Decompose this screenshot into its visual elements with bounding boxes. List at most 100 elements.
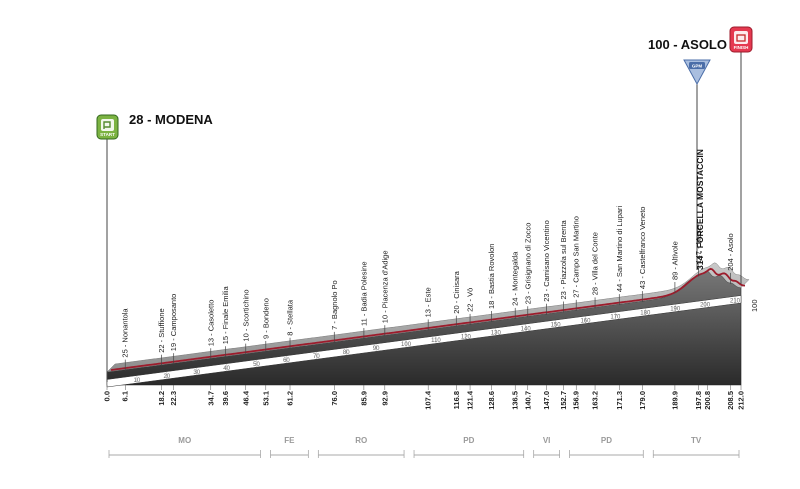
km-marker: 140 — [521, 326, 532, 332]
km-marker: 170 — [610, 314, 621, 320]
town-label: 10 - Piacenza d'Adige — [380, 250, 389, 323]
km-markers: 10 20 30 40 50 60 70 80 90 100 110 120 130 140 150 160 1… — [134, 296, 741, 384]
km-marker: 160 — [580, 318, 591, 324]
town-label: 25 - Nonantola — [121, 308, 130, 358]
terrain-top-face — [106, 262, 750, 373]
town-label: 23 - Camisano Vicentino — [542, 220, 551, 302]
km-label: 200.8 — [703, 391, 712, 410]
town-label: 13 - Este — [424, 287, 433, 317]
km-marker: 40 — [223, 366, 230, 372]
km-label: 76.0 — [330, 391, 339, 406]
km-marker: 100 — [401, 342, 412, 348]
km-marker: 150 — [551, 322, 562, 328]
km-label: 0.0 — [103, 391, 112, 401]
km-label: 152.7 — [559, 391, 568, 410]
town-label: 89 - Altivole — [670, 241, 679, 280]
km-label: 197.8 — [694, 391, 703, 410]
province-code: MO — [178, 436, 191, 445]
km-label: 163.2 — [591, 391, 600, 410]
km-label: 179.0 — [638, 391, 647, 410]
town-label: 22 - Stuffione — [157, 308, 166, 352]
town-pillars — [124, 265, 731, 371]
town-label: 11 - Badia Polesine — [359, 262, 368, 327]
province-code: RO — [355, 436, 367, 445]
km-label: 212.0 — [737, 391, 746, 410]
km-label: 189.9 — [670, 391, 679, 410]
town-label: 19 - Camposanto — [169, 294, 178, 352]
town-label: 43 - Castelfranco Veneto — [638, 207, 647, 290]
town-label: 22 - Vò — [466, 288, 475, 312]
km-label: 34.7 — [206, 391, 215, 406]
km-marker: 120 — [461, 334, 472, 340]
km-marker: 30 — [193, 370, 200, 376]
finish-badge-text: FINISH — [734, 45, 749, 50]
town-label: 7 - Bagnolo Po — [330, 280, 339, 330]
km-marker: 200 — [700, 303, 711, 309]
province-bands: MO FE RO PD VI PD TV — [108, 436, 740, 458]
km-label: 18.2 — [157, 391, 166, 406]
town-label: 23 - Piazzola sul Brenta — [559, 219, 568, 299]
province-code: TV — [691, 436, 702, 445]
town-label: 24 - Montegalda — [511, 251, 520, 306]
finish-icon: FINISH — [729, 26, 753, 53]
km-label: 85.9 — [359, 391, 368, 406]
town-label: 9 - Bondeno — [261, 298, 270, 339]
km-marker: 10 — [134, 378, 141, 384]
km-marker: 80 — [343, 350, 350, 356]
start-badge-text: START — [100, 132, 115, 137]
gpm-badge-text: GPM — [692, 64, 703, 69]
start-icon: START — [96, 114, 119, 140]
km-label: 53.1 — [261, 391, 270, 406]
km-marker: 70 — [313, 354, 320, 360]
km-marker: 20 — [163, 374, 170, 380]
km-label: 121.4 — [466, 390, 475, 410]
km-marker: 60 — [283, 358, 290, 364]
town-label: 204 - Asolo — [726, 233, 735, 271]
km-label: 39.6 — [221, 391, 230, 406]
km-marker: 190 — [670, 307, 681, 313]
province-code: VI — [543, 436, 551, 445]
finish-city-label: 100 - ASOLO — [648, 37, 727, 52]
km-label: 140.7 — [523, 391, 532, 410]
km-marker: 50 — [253, 362, 260, 368]
town-label: 23 - Grisignano di Zocco — [523, 223, 532, 305]
km-marker: 90 — [373, 346, 380, 352]
town-label: 27 - Campo San Martino — [572, 216, 581, 298]
town-label: 15 - Finale Emilia — [221, 286, 230, 345]
km-label: 92.9 — [380, 391, 389, 406]
town-label: 44 - San Martino di Lupari — [615, 205, 624, 292]
start-city-label: 28 - MODENA — [129, 112, 213, 127]
province-code: FE — [284, 436, 295, 445]
km-marker: 130 — [491, 330, 502, 336]
province-code: PD — [601, 436, 612, 445]
km-label: 128.6 — [487, 391, 496, 410]
km-marker: 110 — [431, 338, 441, 344]
km-marker: 210 — [730, 299, 741, 305]
gpm-triangle-icon: GPM — [683, 59, 711, 86]
town-label: 10 - Scortichino — [241, 289, 250, 341]
km-label: 6.1 — [121, 391, 130, 401]
km-label: 22.3 — [169, 391, 178, 406]
finish-altitude-label: 100 — [750, 299, 759, 312]
town-label: 20 - Cinisara — [452, 270, 461, 313]
km-label: 171.3 — [615, 391, 624, 410]
climb-label: 314 - FORCELLA MOSTACCIN — [695, 149, 705, 270]
km-label: 116.8 — [452, 391, 461, 409]
km-label: 46.4 — [241, 390, 250, 405]
kilometre-band — [106, 295, 742, 388]
town-label: 13 - Casoletto — [206, 300, 215, 347]
town-label: 8 - Stellata — [286, 299, 295, 336]
town-label: 147 - Maser — [694, 223, 703, 264]
km-label: 208.5 — [726, 391, 735, 410]
km-marker: 180 — [640, 310, 651, 316]
km-label: 156.9 — [572, 391, 581, 410]
town-label: 18 - Bastia Rovolon — [487, 244, 496, 309]
km-label: 61.2 — [286, 391, 295, 406]
km-label: 136.5 — [511, 391, 520, 410]
province-code: PD — [463, 436, 474, 445]
km-label: 147.0 — [542, 391, 551, 410]
